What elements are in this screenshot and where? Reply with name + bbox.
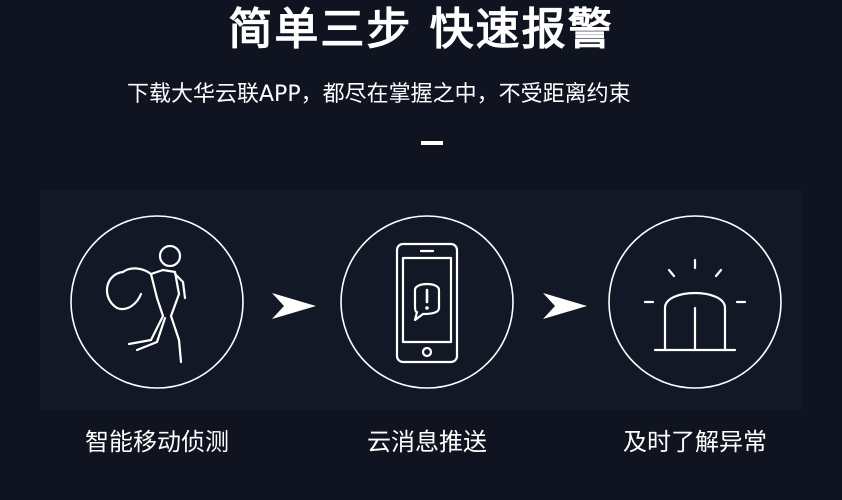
page-subtitle: 下载大华云联APP，都尽在掌握之中，不受距离约束 (127, 82, 631, 107)
smartphone-alert-icon (340, 215, 514, 389)
steps-panel (40, 190, 802, 410)
step-label-alarm: 及时了解异常 (623, 428, 767, 456)
step-motion-detection (67, 212, 247, 392)
siren-alarm-icon (608, 215, 782, 389)
walking-thief-icon (70, 215, 244, 389)
arrow-right-icon (543, 291, 587, 321)
step-alarm (605, 212, 785, 392)
step-label-motion-detection: 智能移动侦测 (85, 428, 229, 456)
page-title: 简单三步 快速报警 (228, 4, 614, 55)
step-label-cloud-push: 云消息推送 (367, 428, 487, 456)
arrow-right-icon (272, 291, 316, 321)
step-cloud-push (337, 212, 517, 392)
title-divider (421, 141, 443, 145)
